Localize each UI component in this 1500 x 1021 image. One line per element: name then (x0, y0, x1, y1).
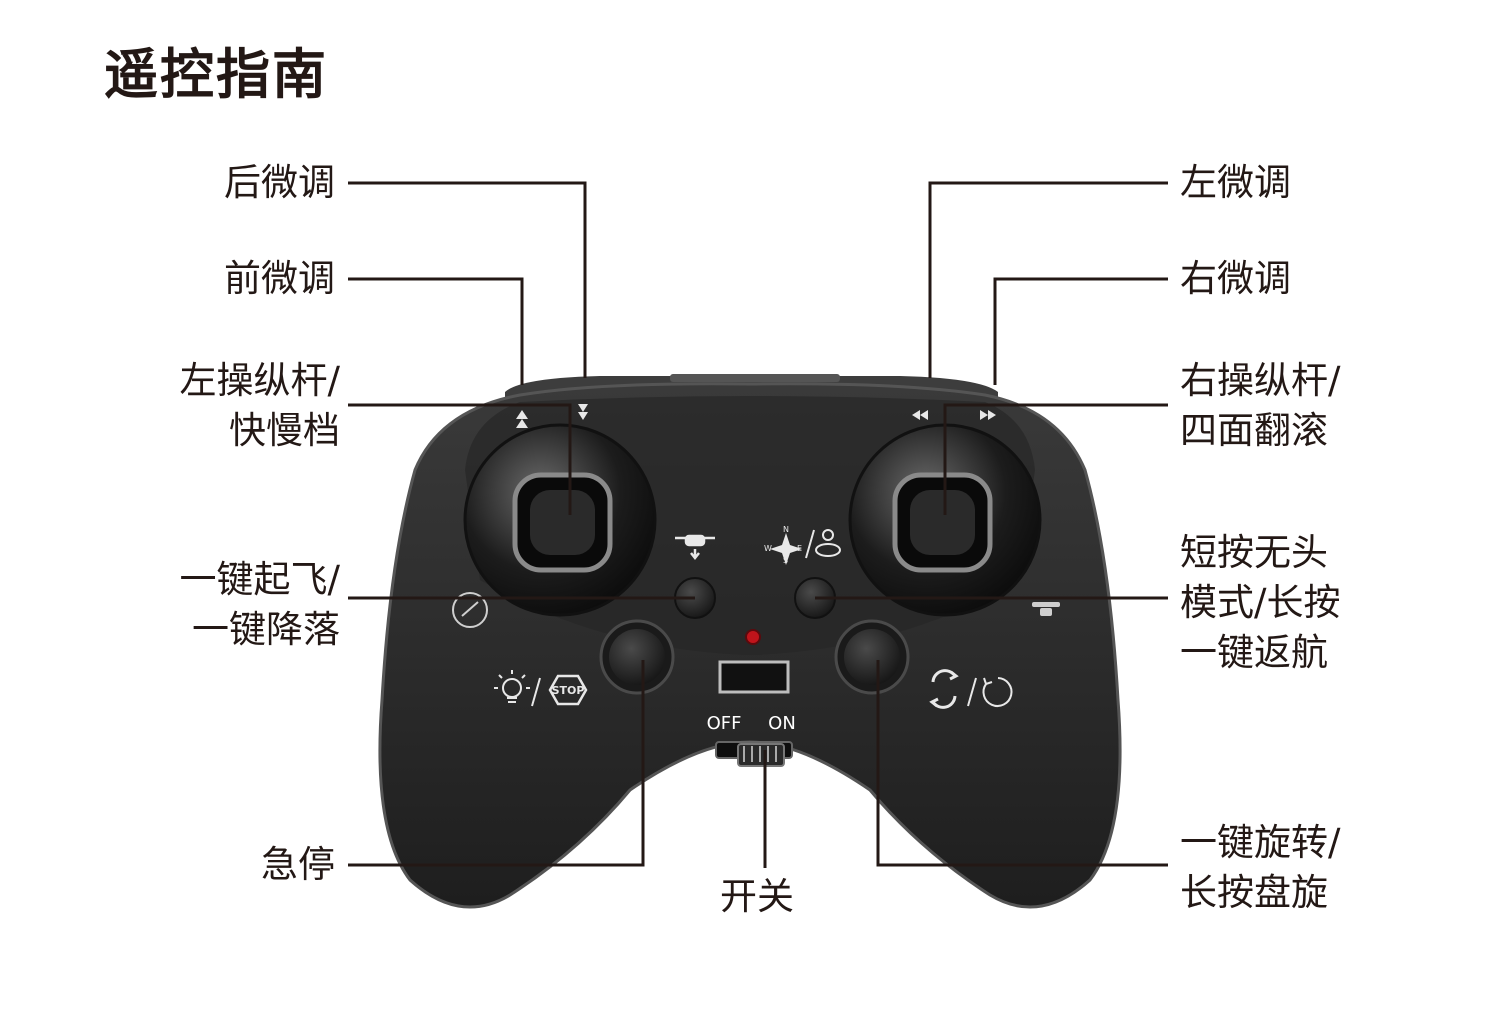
label-left-trim: 左微调 (1180, 158, 1291, 208)
label-takeoff-land: 一键起飞/ 一键降落 (130, 555, 340, 655)
label-power-switch: 开关 (720, 872, 820, 922)
power-switch[interactable] (716, 742, 792, 766)
indicator-led (746, 630, 760, 644)
label-emergency-stop: 急停 (220, 840, 335, 890)
stop-text: STOP (552, 684, 585, 697)
line-right-trim (995, 279, 1168, 385)
label-front-trim: 前微调 (190, 254, 335, 304)
rotate-circle-button[interactable] (836, 621, 908, 693)
compass-e: E (797, 544, 802, 553)
label-right-stick: 右操纵杆/ 四面翻滚 (1180, 356, 1340, 456)
label-right-trim: 右微调 (1180, 254, 1291, 304)
label-headless-return: 短按无头 模式/长按 一键返航 (1180, 528, 1340, 678)
switch-on-label: ON (768, 713, 796, 734)
label-rear-trim: 后微调 (190, 158, 335, 208)
emergency-stop-button[interactable] (601, 621, 673, 693)
label-left-stick: 左操纵杆/ 快慢档 (140, 356, 340, 456)
left-stick[interactable] (465, 425, 655, 615)
center-window (720, 662, 788, 692)
compass-w: W (764, 544, 772, 553)
label-rotate-circle: 一键旋转/ 长按盘旋 (1180, 818, 1340, 918)
compass-s: S (783, 556, 788, 565)
compass-n: N (783, 525, 789, 534)
switch-off-label: OFF (707, 713, 742, 734)
line-front-trim (348, 279, 522, 385)
